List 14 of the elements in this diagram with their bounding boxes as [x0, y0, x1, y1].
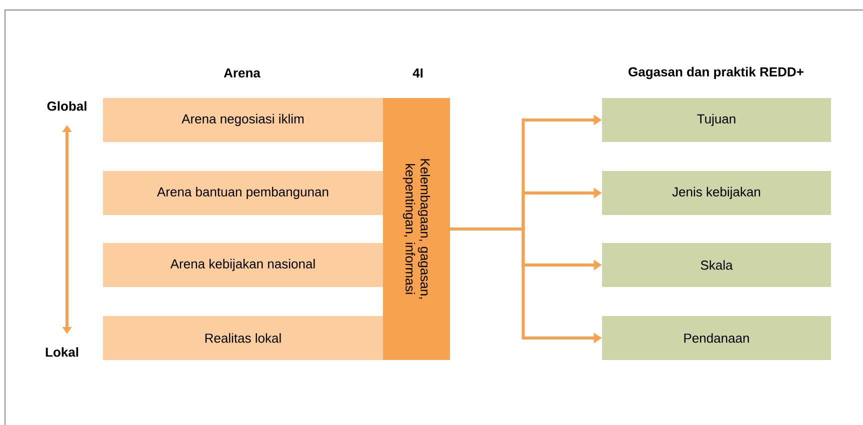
column-heading: Arena — [224, 68, 260, 78]
practice-box: Jenis kebijakan — [602, 171, 831, 215]
column-heading: 4I — [412, 68, 423, 78]
practice-box: Skala — [602, 242, 831, 287]
arena-box: Realitas lokal — [103, 316, 383, 360]
scale-label: Lokal — [46, 347, 78, 357]
arena-box: Arena kebijakan nasional — [103, 242, 383, 287]
arena-box: Arena bantuan pembangunan — [103, 171, 383, 215]
column-heading: Gagasan dan praktik REDD+ — [628, 66, 804, 80]
scale-label: Global — [47, 101, 86, 111]
practice-box: Tujuan — [602, 98, 831, 142]
arena-box: Arena negosiasi iklim — [103, 98, 383, 142]
category-bar: Kelembagaan, gagasan, kepentingan, informasi — [383, 98, 450, 360]
practice-box: Pendanaan — [602, 316, 831, 360]
